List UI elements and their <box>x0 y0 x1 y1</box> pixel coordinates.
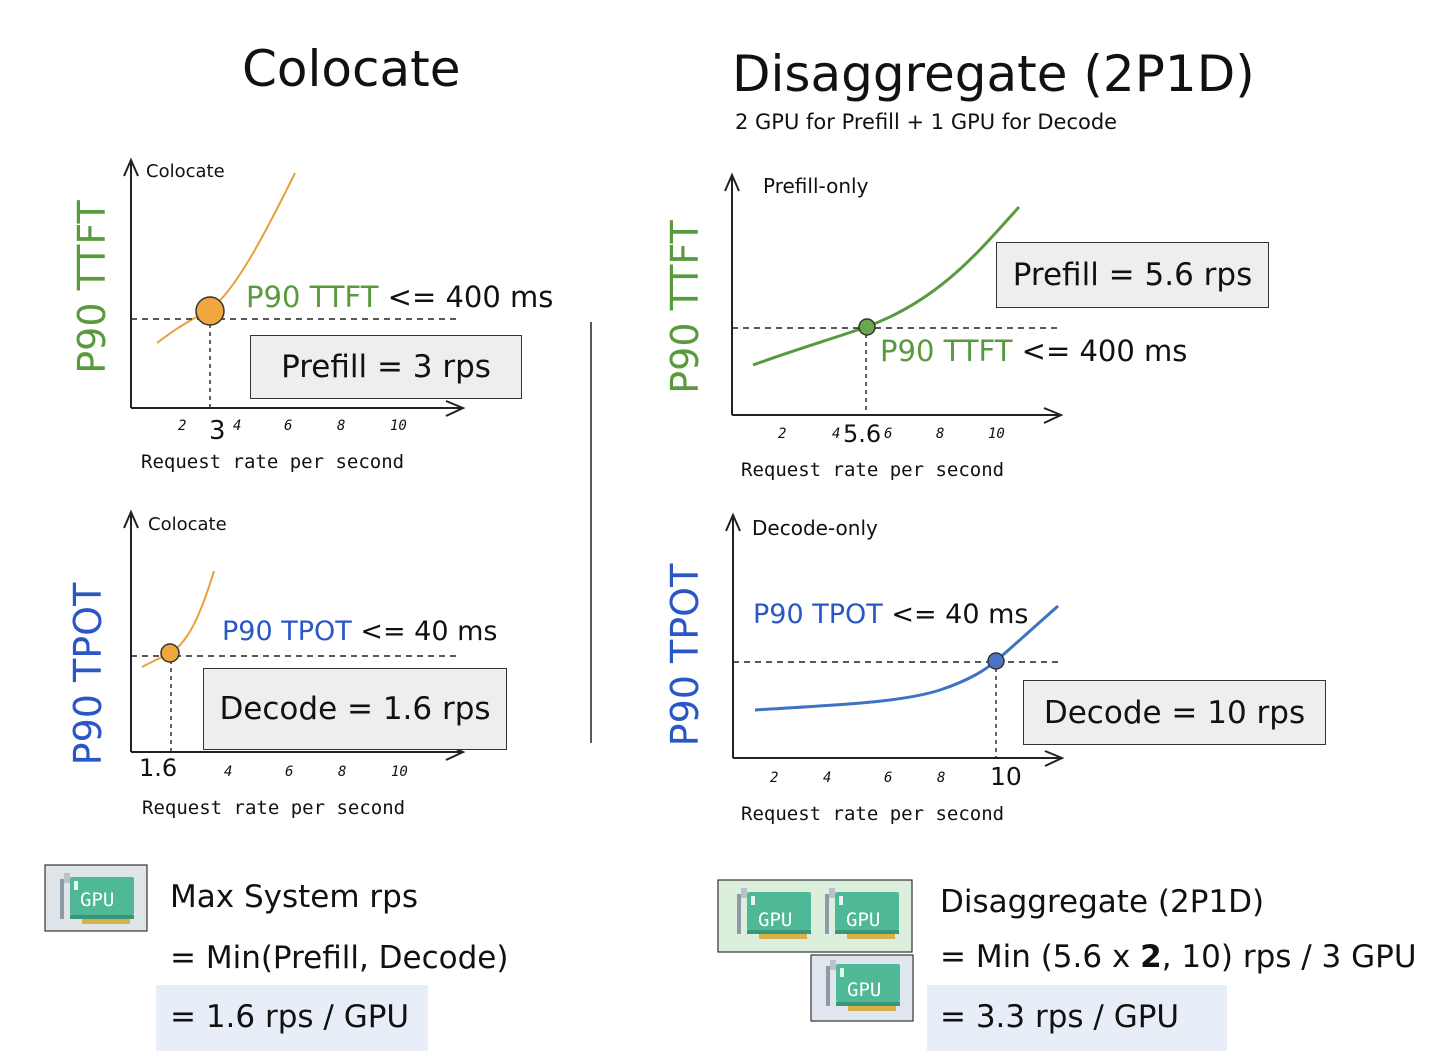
tick-label: 8 <box>936 426 945 442</box>
colocate-ttft-slo: P90 TTFT <= 400 ms <box>246 280 553 314</box>
colocate-tpot-xlabel: Request rate per second <box>142 797 406 819</box>
disagg-result-highlight <box>927 985 1227 1051</box>
gpu-label: GPU <box>847 979 881 1001</box>
tick-label: 10 <box>988 426 1005 442</box>
tick-label: 8 <box>937 770 946 786</box>
slo-threshold: <= 40 ms <box>891 599 1029 630</box>
gpu-label: GPU <box>758 909 792 931</box>
disaggregate-subtitle: 2 GPU for Prefill + 1 GPU for Decode <box>735 110 1118 134</box>
marker-label: 3 <box>209 416 226 446</box>
colocate-ttft-xlabel: Request rate per second <box>141 451 405 473</box>
colocate-tpot-slo: P90 TPOT <= 40 ms <box>222 616 497 647</box>
disagg-summary-line2: = Min (5.6 x 2, 10) rps / 3 GPU <box>940 939 1417 975</box>
tick-label: 4 <box>832 426 841 442</box>
decode-curve <box>754 604 1059 712</box>
tick-label: 8 <box>337 418 346 434</box>
colocate-summary-line1: Max System rps <box>170 879 418 915</box>
operating-point <box>195 296 225 326</box>
formula-part: = Min (5.6 x <box>940 939 1141 975</box>
disagg-summary-line1: Disaggregate (2P1D) <box>940 884 1265 920</box>
decode-result-box: Decode = 10 rps <box>1023 680 1326 745</box>
slo-threshold: <= 400 ms <box>387 280 554 314</box>
disagg-tpot-chart <box>725 512 1065 767</box>
tick-label: 10 <box>391 764 408 780</box>
colocate-summary-line3: = 1.6 rps / GPU <box>170 999 410 1035</box>
disagg-ttft-chart <box>724 172 1064 424</box>
tick-label: 6 <box>884 770 893 786</box>
slo-metric: P90 TPOT <box>753 599 883 630</box>
disagg-ttft-chart-label: Prefill-only <box>763 174 869 198</box>
colocate-result-highlight <box>156 985 428 1051</box>
disaggregate-title: Disaggregate (2P1D) <box>732 45 1255 103</box>
tick-label: 4 <box>224 764 233 780</box>
slo-threshold: <= 400 ms <box>1021 334 1188 368</box>
colocate-ttft-chart <box>123 157 466 417</box>
tick-label: 8 <box>338 764 347 780</box>
gpu-label: GPU <box>846 909 880 931</box>
prefill-result-box: Prefill = 3 rps <box>250 335 522 399</box>
formula-part: , 10) rps / 3 GPU <box>1161 939 1417 975</box>
tick-label: 6 <box>884 426 893 442</box>
formula-bold: 2 <box>1140 939 1162 975</box>
tick-label: 2 <box>178 418 187 434</box>
disagg-tpot-slo: P90 TPOT <= 40 ms <box>753 599 1028 630</box>
marker-label: 5.6 <box>843 420 882 448</box>
marker-label: 1.6 <box>139 754 178 782</box>
disagg-tpot-xlabel: Request rate per second <box>741 803 1005 825</box>
tick-label: 6 <box>284 418 293 434</box>
marker-label: 10 <box>990 762 1022 791</box>
disagg-tpot-chart-label: Decode-only <box>752 516 878 540</box>
slo-metric: P90 TTFT <box>880 334 1013 368</box>
slo-metric: P90 TTFT <box>246 280 379 314</box>
colocate-ttft-chart-label: Colocate <box>146 161 225 182</box>
tick-label: 2 <box>778 426 787 442</box>
prefill-result-box: Prefill = 5.6 rps <box>996 242 1269 308</box>
tick-label: 4 <box>233 418 242 434</box>
tick-label: 2 <box>770 770 779 786</box>
gpu-label: GPU <box>80 889 114 911</box>
tick-label: 4 <box>823 770 832 786</box>
disagg-ttft-xlabel: Request rate per second <box>741 459 1005 481</box>
prefill-curve <box>752 205 1021 367</box>
disagg-ttft-slo: P90 TTFT <= 400 ms <box>880 334 1187 368</box>
colocate-tpot-chart-label: Colocate <box>148 514 227 535</box>
tick-label: 10 <box>390 418 407 434</box>
disagg-summary-line3: = 3.3 rps / GPU <box>940 999 1180 1035</box>
slo-metric: P90 TPOT <box>222 616 352 647</box>
tick-label: 6 <box>285 764 294 780</box>
colocate-summary-line2: = Min(Prefill, Decode) <box>170 940 509 976</box>
slo-threshold: <= 40 ms <box>360 616 498 647</box>
decode-result-box: Decode = 1.6 rps <box>203 668 507 750</box>
colocate-title: Colocate <box>242 40 461 98</box>
